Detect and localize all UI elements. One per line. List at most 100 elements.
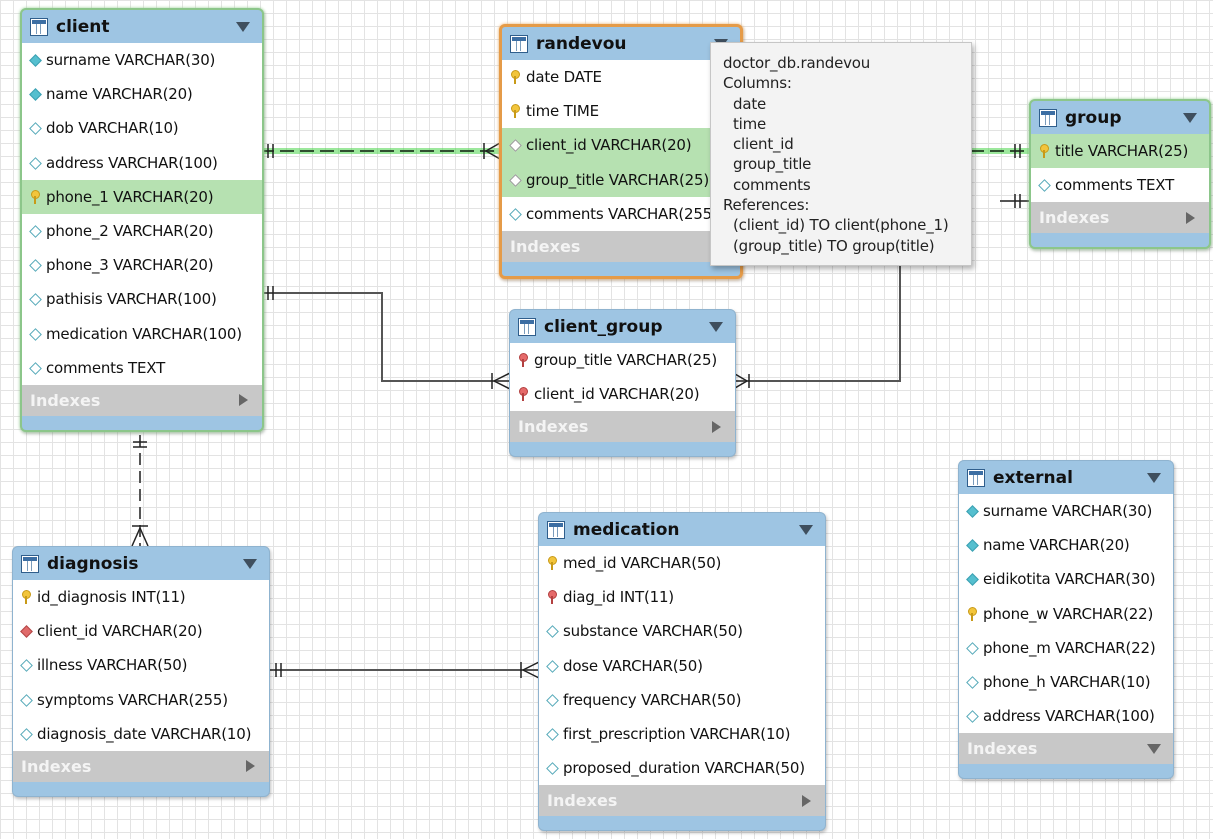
expand-arrow-icon[interactable]	[1186, 211, 1195, 224]
table-client[interactable]: client surname VARCHAR(30) name VARCHAR(20…	[20, 8, 264, 432]
column-row[interactable]: date DATE	[502, 60, 740, 94]
collapse-toggle-icon[interactable]	[709, 321, 723, 332]
indexes-section[interactable]: Indexes	[22, 384, 262, 416]
expand-arrow-icon[interactable]	[246, 760, 255, 773]
indexes-section[interactable]: Indexes	[13, 750, 269, 782]
column-row[interactable]: proposed_duration VARCHAR(50)	[539, 751, 825, 785]
column-text: first_prescription VARCHAR(10)	[563, 725, 791, 744]
column-row[interactable]: phone_2 VARCHAR(20)	[22, 214, 262, 248]
relationship-group-client-group[interactable]	[733, 194, 1031, 389]
column-row[interactable]: phone_h VARCHAR(10)	[959, 665, 1173, 699]
relationship-client-randevou[interactable]	[260, 142, 501, 160]
table-header[interactable]: randevou	[502, 27, 740, 60]
diamond-empty-icon	[21, 658, 31, 672]
expand-arrow-icon[interactable]	[239, 394, 248, 407]
table-diagnosis[interactable]: diagnosis id_diagnosis INT(11) client_id V…	[12, 546, 270, 797]
column-row[interactable]: surname VARCHAR(30)	[959, 494, 1173, 528]
column-row[interactable]: dob VARCHAR(10)	[22, 111, 262, 145]
primary-foreign-key-icon	[547, 590, 557, 605]
table-icon	[510, 34, 528, 53]
collapse-toggle-icon[interactable]	[1147, 472, 1161, 483]
collapse-toggle-icon[interactable]	[243, 558, 257, 569]
column-text: comments TEXT	[1055, 176, 1175, 195]
column-row[interactable]: first_prescription VARCHAR(10)	[539, 717, 825, 751]
table-icon	[547, 520, 565, 539]
column-row[interactable]: diag_id INT(11)	[539, 580, 825, 614]
table-header[interactable]: client	[22, 10, 262, 43]
relationship-client-client-group[interactable]	[260, 286, 511, 390]
column-text: dose VARCHAR(50)	[563, 656, 703, 675]
expand-arrow-icon[interactable]	[712, 420, 721, 433]
expand-arrow-icon[interactable]	[802, 794, 811, 807]
relationship-diagnosis-medication[interactable]	[267, 661, 540, 679]
column-row[interactable]: phone_3 VARCHAR(20)	[22, 248, 262, 282]
column-row[interactable]: comments VARCHAR(255)	[502, 197, 740, 231]
column-row[interactable]: client_id VARCHAR(20)	[13, 614, 269, 648]
diamond-empty-icon	[21, 727, 31, 741]
column-row[interactable]: name VARCHAR(20)	[959, 528, 1173, 562]
table-header[interactable]: medication	[539, 513, 825, 546]
column-row[interactable]: surname VARCHAR(30)	[22, 43, 262, 77]
column-row[interactable]: time TIME	[502, 94, 740, 128]
column-row[interactable]: eidikotita VARCHAR(30)	[959, 562, 1173, 596]
indexes-section[interactable]: Indexes	[1031, 202, 1209, 234]
column-text: surname VARCHAR(30)	[46, 51, 216, 70]
indexes-section[interactable]: Indexes	[510, 411, 735, 443]
column-row[interactable]: id_diagnosis INT(11)	[13, 580, 269, 614]
table-header[interactable]: client_group	[510, 310, 735, 343]
table-footer	[502, 262, 740, 276]
column-row[interactable]: comments TEXT	[1031, 168, 1209, 202]
column-row[interactable]: client_id VARCHAR(20)	[510, 377, 735, 411]
column-text: dob VARCHAR(10)	[46, 119, 179, 138]
diamond-empty-icon	[547, 659, 557, 673]
column-row[interactable]: title VARCHAR(25)	[1031, 134, 1209, 169]
column-row[interactable]: substance VARCHAR(50)	[539, 614, 825, 648]
column-row[interactable]: illness VARCHAR(50)	[13, 648, 269, 682]
collapse-toggle-icon[interactable]	[1183, 112, 1197, 123]
column-text: phone_w VARCHAR(22)	[983, 604, 1154, 623]
column-row[interactable]: name VARCHAR(20)	[22, 77, 262, 111]
collapse-toggle-icon[interactable]	[799, 524, 813, 535]
collapse-toggle-icon[interactable]	[236, 21, 250, 32]
column-row[interactable]: pathisis VARCHAR(100)	[22, 282, 262, 316]
indexes-section[interactable]: Indexes	[502, 230, 740, 262]
indexes-section[interactable]: Indexes	[539, 785, 825, 817]
table-header[interactable]: diagnosis	[13, 547, 269, 580]
column-row[interactable]: diagnosis_date VARCHAR(10)	[13, 717, 269, 751]
column-row[interactable]: client_id VARCHAR(20)	[502, 128, 740, 163]
indexes-section[interactable]: Indexes	[959, 733, 1173, 765]
table-icon	[967, 468, 985, 487]
relationship-group-randevou[interactable]	[970, 144, 1031, 158]
column-row[interactable]: med_id VARCHAR(50)	[539, 546, 825, 580]
column-row[interactable]: phone_m VARCHAR(22)	[959, 631, 1173, 665]
column-row[interactable]: dose VARCHAR(50)	[539, 649, 825, 683]
column-row[interactable]: phone_w VARCHAR(22)	[959, 597, 1173, 631]
relationship-client-diagnosis[interactable]	[131, 435, 149, 547]
column-row[interactable]: symptoms VARCHAR(255)	[13, 683, 269, 717]
table-name: diagnosis	[47, 553, 139, 574]
table-header[interactable]: group	[1031, 101, 1209, 134]
column-row[interactable]: comments TEXT	[22, 351, 262, 385]
column-row[interactable]: group_title VARCHAR(25)	[510, 343, 735, 377]
column-text: illness VARCHAR(50)	[37, 656, 188, 675]
column-row[interactable]: medication VARCHAR(100)	[22, 317, 262, 351]
column-row[interactable]: group_title VARCHAR(25)	[502, 162, 740, 197]
primary-key-icon	[21, 590, 31, 605]
column-text: id_diagnosis INT(11)	[37, 588, 186, 607]
column-row[interactable]: frequency VARCHAR(50)	[539, 683, 825, 717]
column-row[interactable]: address VARCHAR(100)	[959, 699, 1173, 733]
foreign-key-red-icon	[21, 624, 31, 638]
diamond-filled-icon	[967, 572, 977, 586]
expand-arrow-icon[interactable]	[1147, 743, 1161, 754]
column-row[interactable]: phone_1 VARCHAR(20)	[22, 179, 262, 214]
column-row[interactable]: address VARCHAR(100)	[22, 146, 262, 180]
diamond-empty-icon	[547, 624, 557, 638]
table-header[interactable]: external	[959, 461, 1173, 494]
